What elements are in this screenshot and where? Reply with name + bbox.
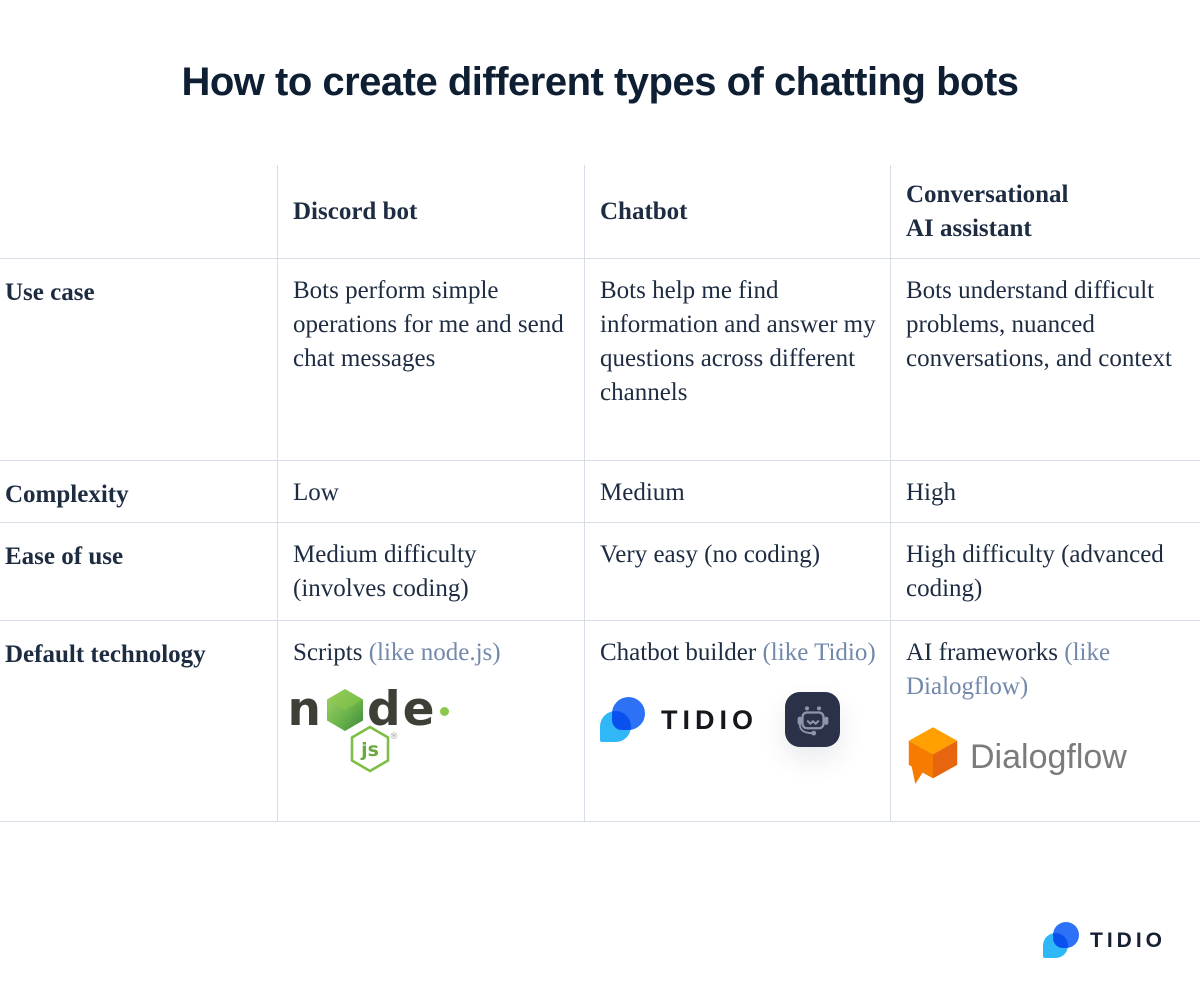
tidio-logo: TIDIO (600, 692, 876, 747)
tidio-footer-logo: TIDIO (1043, 922, 1166, 959)
cell-complexity-ai: High (890, 460, 1200, 522)
tech-note-text: (like node.js) (362, 639, 501, 666)
nodejs-hexagon-icon (326, 688, 363, 731)
cell-tech-ai: AI frameworks (like Dialogflow) Dialogfl… (890, 620, 1200, 821)
header-corner-cell (0, 165, 277, 258)
row-label-ease-of-use: Ease of use (0, 522, 277, 620)
cell-use-case-chatbot: Bots help me find information and answer… (584, 258, 890, 460)
tidio-footer-wordmark: TIDIO (1090, 928, 1166, 952)
tidio-wordmark: TIDIO (661, 704, 758, 735)
chatbot-app-tile (785, 692, 840, 747)
page-title: How to create different types of chattin… (181, 60, 1019, 104)
tech-note-text: (like Dialogflow) (906, 639, 1111, 700)
cell-complexity-chatbot: Medium (584, 460, 890, 522)
tidio-bubbles-icon (1043, 922, 1080, 959)
nodejs-letters-de: de (366, 682, 437, 737)
cell-ease-ai: High difficulty (advanced coding) (890, 522, 1200, 620)
tidio-light-bubble (1043, 933, 1068, 958)
nodejs-green-dot-icon (439, 707, 449, 716)
robot-face-icon (797, 705, 828, 736)
nodejs-letter-n: n (287, 682, 323, 737)
row-label-use-case: Use case (0, 258, 277, 460)
tech-note-text: (like Tidio) (756, 639, 876, 666)
svg-text:js: js (360, 739, 379, 761)
tech-main-text: Scripts (293, 639, 363, 666)
column-header-conversational-ai: Conversational AI assistant (890, 165, 1200, 258)
column-header-label-line2: AI assistant (906, 214, 1032, 242)
tech-main-text: AI frameworks (906, 639, 1059, 666)
comparison-table: Discord bot Chatbot Conversational AI as… (0, 165, 1200, 822)
cell-ease-discord: Medium difficulty (involves coding) (277, 522, 584, 620)
tidio-bubbles-icon (600, 696, 646, 743)
dialogflow-wordmark: Dialogflow (970, 738, 1127, 776)
column-header-label-line1: Conversational (906, 180, 1069, 208)
cell-complexity-discord: Low (277, 460, 584, 522)
dialogflow-cube-icon (908, 727, 958, 784)
cell-ease-chatbot: Very easy (no coding) (584, 522, 890, 620)
tech-text: Scripts (like node.js) (293, 636, 570, 670)
cell-tech-chatbot: Chatbot builder (like Tidio) TIDIO (584, 620, 890, 821)
nodejs-wordmark: n de (288, 686, 449, 733)
tidio-light-bubble (600, 710, 631, 742)
dialogflow-logo: Dialogflow (906, 724, 1186, 790)
row-label-default-technology: Default technology (0, 620, 277, 821)
cell-use-case-ai: Bots understand difficult problems, nuan… (890, 258, 1200, 460)
cell-use-case-discord: Bots perform simple operations for me an… (277, 258, 584, 460)
column-header-discord-bot: Discord bot (277, 165, 584, 258)
tech-text: AI frameworks (like Dialogflow) (906, 636, 1186, 704)
column-header-chatbot: Chatbot (584, 165, 890, 258)
nodejs-js-badge-icon: js ® (350, 725, 399, 773)
nodejs-logo: n de (288, 686, 449, 773)
cell-tech-discord: Scripts (like node.js) n (277, 620, 584, 821)
svg-text:®: ® (390, 732, 399, 742)
tech-text: Chatbot builder (like Tidio) (600, 636, 876, 670)
column-header-label: Discord bot (293, 197, 418, 225)
column-header-label: Chatbot (600, 197, 688, 225)
row-label-complexity: Complexity (0, 460, 277, 522)
tech-main-text: Chatbot builder (600, 639, 757, 666)
